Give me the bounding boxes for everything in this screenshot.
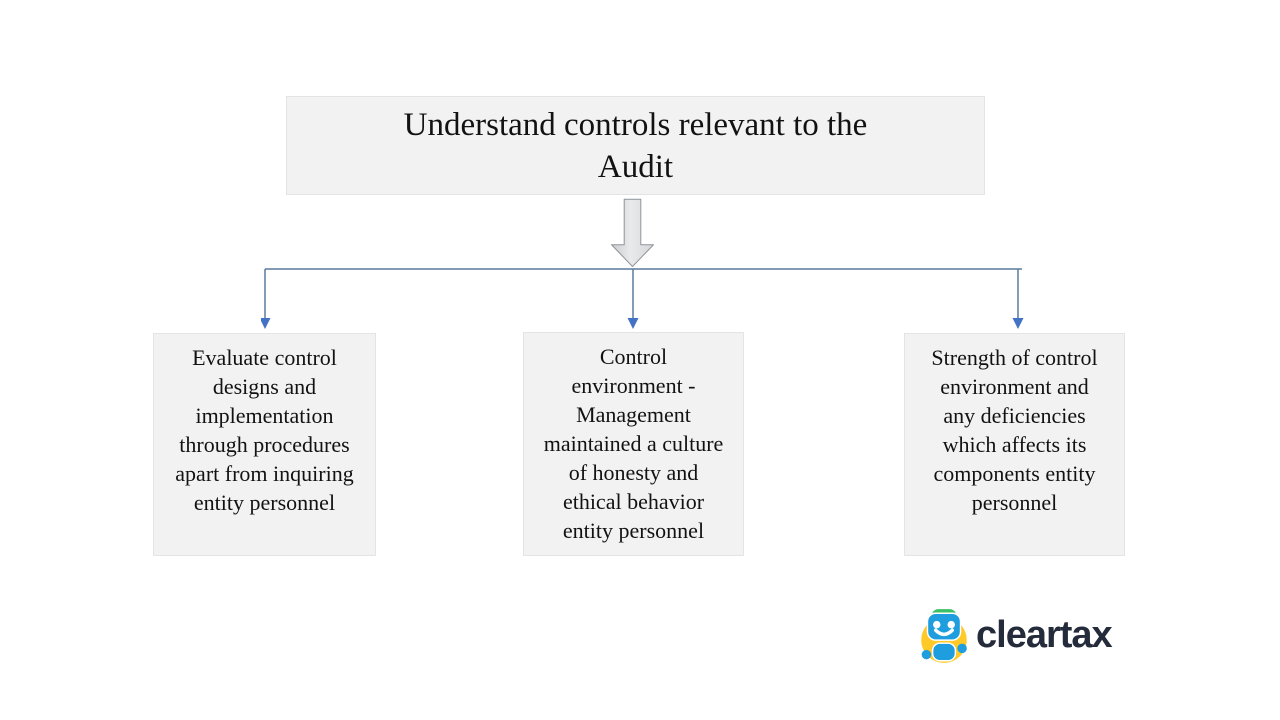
box-control-environment: Control environment - Management maintai…: [523, 332, 744, 556]
box-control-environment-text: Control environment - Management maintai…: [543, 344, 724, 543]
connector-lines: [261, 268, 1024, 329]
cleartax-logo: cleartax: [917, 605, 1113, 668]
robot-icon: [921, 608, 967, 663]
box-evaluate-controls: Evaluate control designs and implementat…: [153, 333, 376, 556]
down-block-arrow-icon: [611, 198, 654, 268]
page-title: Understand controls relevant to the Audi…: [403, 106, 868, 185]
center-arrowhead-icon: [627, 318, 639, 329]
box-strength-of-environment: Strength of control environment and any …: [904, 333, 1125, 556]
title-box: Understand controls relevant to the Audi…: [286, 96, 985, 195]
box-evaluate-controls-text: Evaluate control designs and implementat…: [175, 345, 354, 515]
right-arrowhead-icon: [1012, 318, 1024, 329]
brand-name: cleartax: [976, 613, 1113, 656]
left-arrowhead-icon: [261, 318, 271, 329]
box-strength-of-environment-text: Strength of control environment and any …: [931, 345, 1098, 515]
